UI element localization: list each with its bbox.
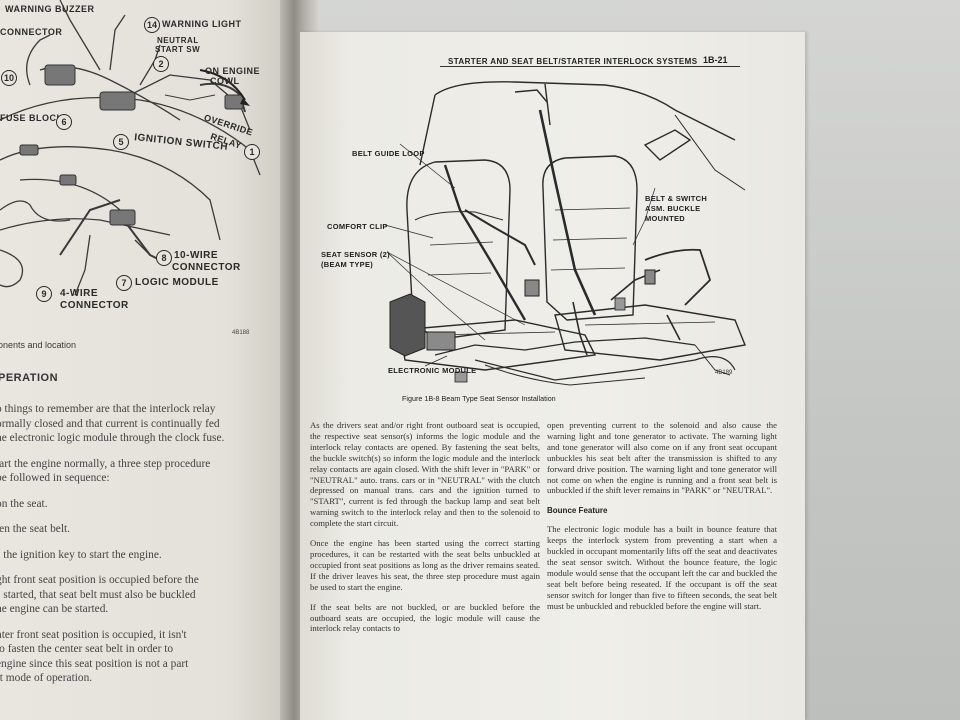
label-10-wire-connector: CONNECTOR: [172, 262, 241, 273]
left-line: tart the engine normally, a three step p…: [0, 457, 211, 470]
label-seat-sensor: SEAT SENSOR (2): [321, 250, 390, 259]
page-header-title: STARTER AND SEAT BELT/STARTER INTERLOCK …: [448, 57, 698, 66]
left-line: to fasten the center seat belt in order …: [0, 643, 174, 655]
callout-2: 2: [153, 56, 169, 72]
left-line: ten the seat belt.: [0, 523, 71, 535]
label-cowl: COWL: [210, 76, 240, 86]
label-10-wire: 10-WIRE: [174, 250, 219, 261]
label-fuse-block: FUSE BLOCK: [0, 113, 64, 123]
paragraph: open preventing current to the solenoid …: [547, 420, 777, 496]
label-warning-buzzer: WARNING BUZZER: [5, 4, 95, 14]
label-on-engine: ON ENGINE: [205, 66, 261, 76]
callout-9: 9: [36, 286, 52, 302]
left-line: ght front seat position is occupied befo…: [0, 574, 199, 586]
section-heading-bounce-feature: Bounce Feature: [547, 506, 608, 516]
left-line: ormally closed and that current is conti…: [0, 417, 220, 430]
left-line: rt mode of operation.: [0, 672, 93, 684]
figure-caption: Figure 1B-8 Beam Type Seat Sensor Instal…: [402, 394, 556, 403]
left-line: s the ignition key to start the engine.: [0, 548, 162, 561]
paragraph: As the drivers seat and/or right front o…: [310, 420, 540, 529]
figure-id: 4B189: [715, 370, 733, 376]
label-start-sw: START SW: [155, 45, 201, 54]
callout-14: 14: [144, 17, 160, 33]
callout-1: 1: [244, 144, 260, 160]
label-warning-light: WARNING LIGHT: [162, 19, 242, 29]
seat-sensor-figure: [384, 81, 746, 386]
left-figure-id: 4B188: [232, 330, 250, 336]
label-connector: CONNECTOR: [0, 27, 63, 37]
label-electronic-module: ELECTRONIC MODULE: [388, 366, 477, 375]
left-line: engine since this seat position is not a…: [0, 657, 189, 670]
callout-6: 6: [56, 114, 72, 130]
label-beam-type: (BEAM TYPE): [321, 260, 374, 269]
left-page: WARNING BUZZER CONNECTOR 14 WARNING LIGH…: [0, 0, 285, 720]
callout-5: 5: [113, 134, 129, 150]
left-line: he engine can be started.: [0, 603, 109, 615]
left-line: he electronic logic module through the c…: [0, 432, 225, 444]
page-number: 1B-21: [703, 55, 728, 65]
left-figure-caption: onents and location: [0, 340, 77, 350]
label-mounted: MOUNTED: [645, 214, 686, 223]
text-column-right: open preventing current to the solenoid …: [547, 420, 777, 621]
left-section-heading: PERATION: [0, 372, 59, 384]
paragraph: If the seat belts are not buckled, or ar…: [310, 601, 540, 634]
left-line: be followed in sequence:: [0, 472, 110, 484]
label-asm-buckle: ASM. BUCKLE: [645, 204, 701, 213]
left-body-text: o things to remember are that the interl…: [0, 402, 266, 686]
left-line: s started, that seat belt must also be b…: [0, 588, 196, 601]
label-logic-module: LOGIC MODULE: [135, 277, 219, 288]
label-belt-guide-loop: BELT GUIDE LOOP: [352, 149, 425, 158]
label-neutral: NEUTRAL: [157, 36, 199, 45]
right-page: STARTER AND SEAT BELT/STARTER INTERLOCK …: [300, 32, 805, 720]
paragraph: The electronic logic module has a built …: [547, 524, 777, 611]
left-line: on the seat.: [0, 497, 48, 510]
left-line: o things to remember are that the interl…: [0, 403, 216, 415]
header-rule: [440, 66, 740, 67]
label-comfort-clip: COMFORT CLIP: [327, 222, 388, 231]
left-line: nter front seat position is occupied, it…: [0, 628, 187, 641]
left-wiring-diagram: [0, 0, 261, 296]
label-4-wire-connector: CONNECTOR: [60, 300, 129, 311]
paragraph: Once the engine has been started using t…: [310, 538, 540, 592]
callout-10: 10: [1, 70, 17, 86]
label-belt-switch: BELT & SWITCH: [645, 194, 708, 203]
callout-8: 8: [156, 250, 172, 266]
label-4-wire: 4-WIRE: [60, 288, 98, 299]
text-column-left: As the drivers seat and/or right front o…: [310, 420, 540, 643]
callout-7: 7: [116, 275, 132, 291]
